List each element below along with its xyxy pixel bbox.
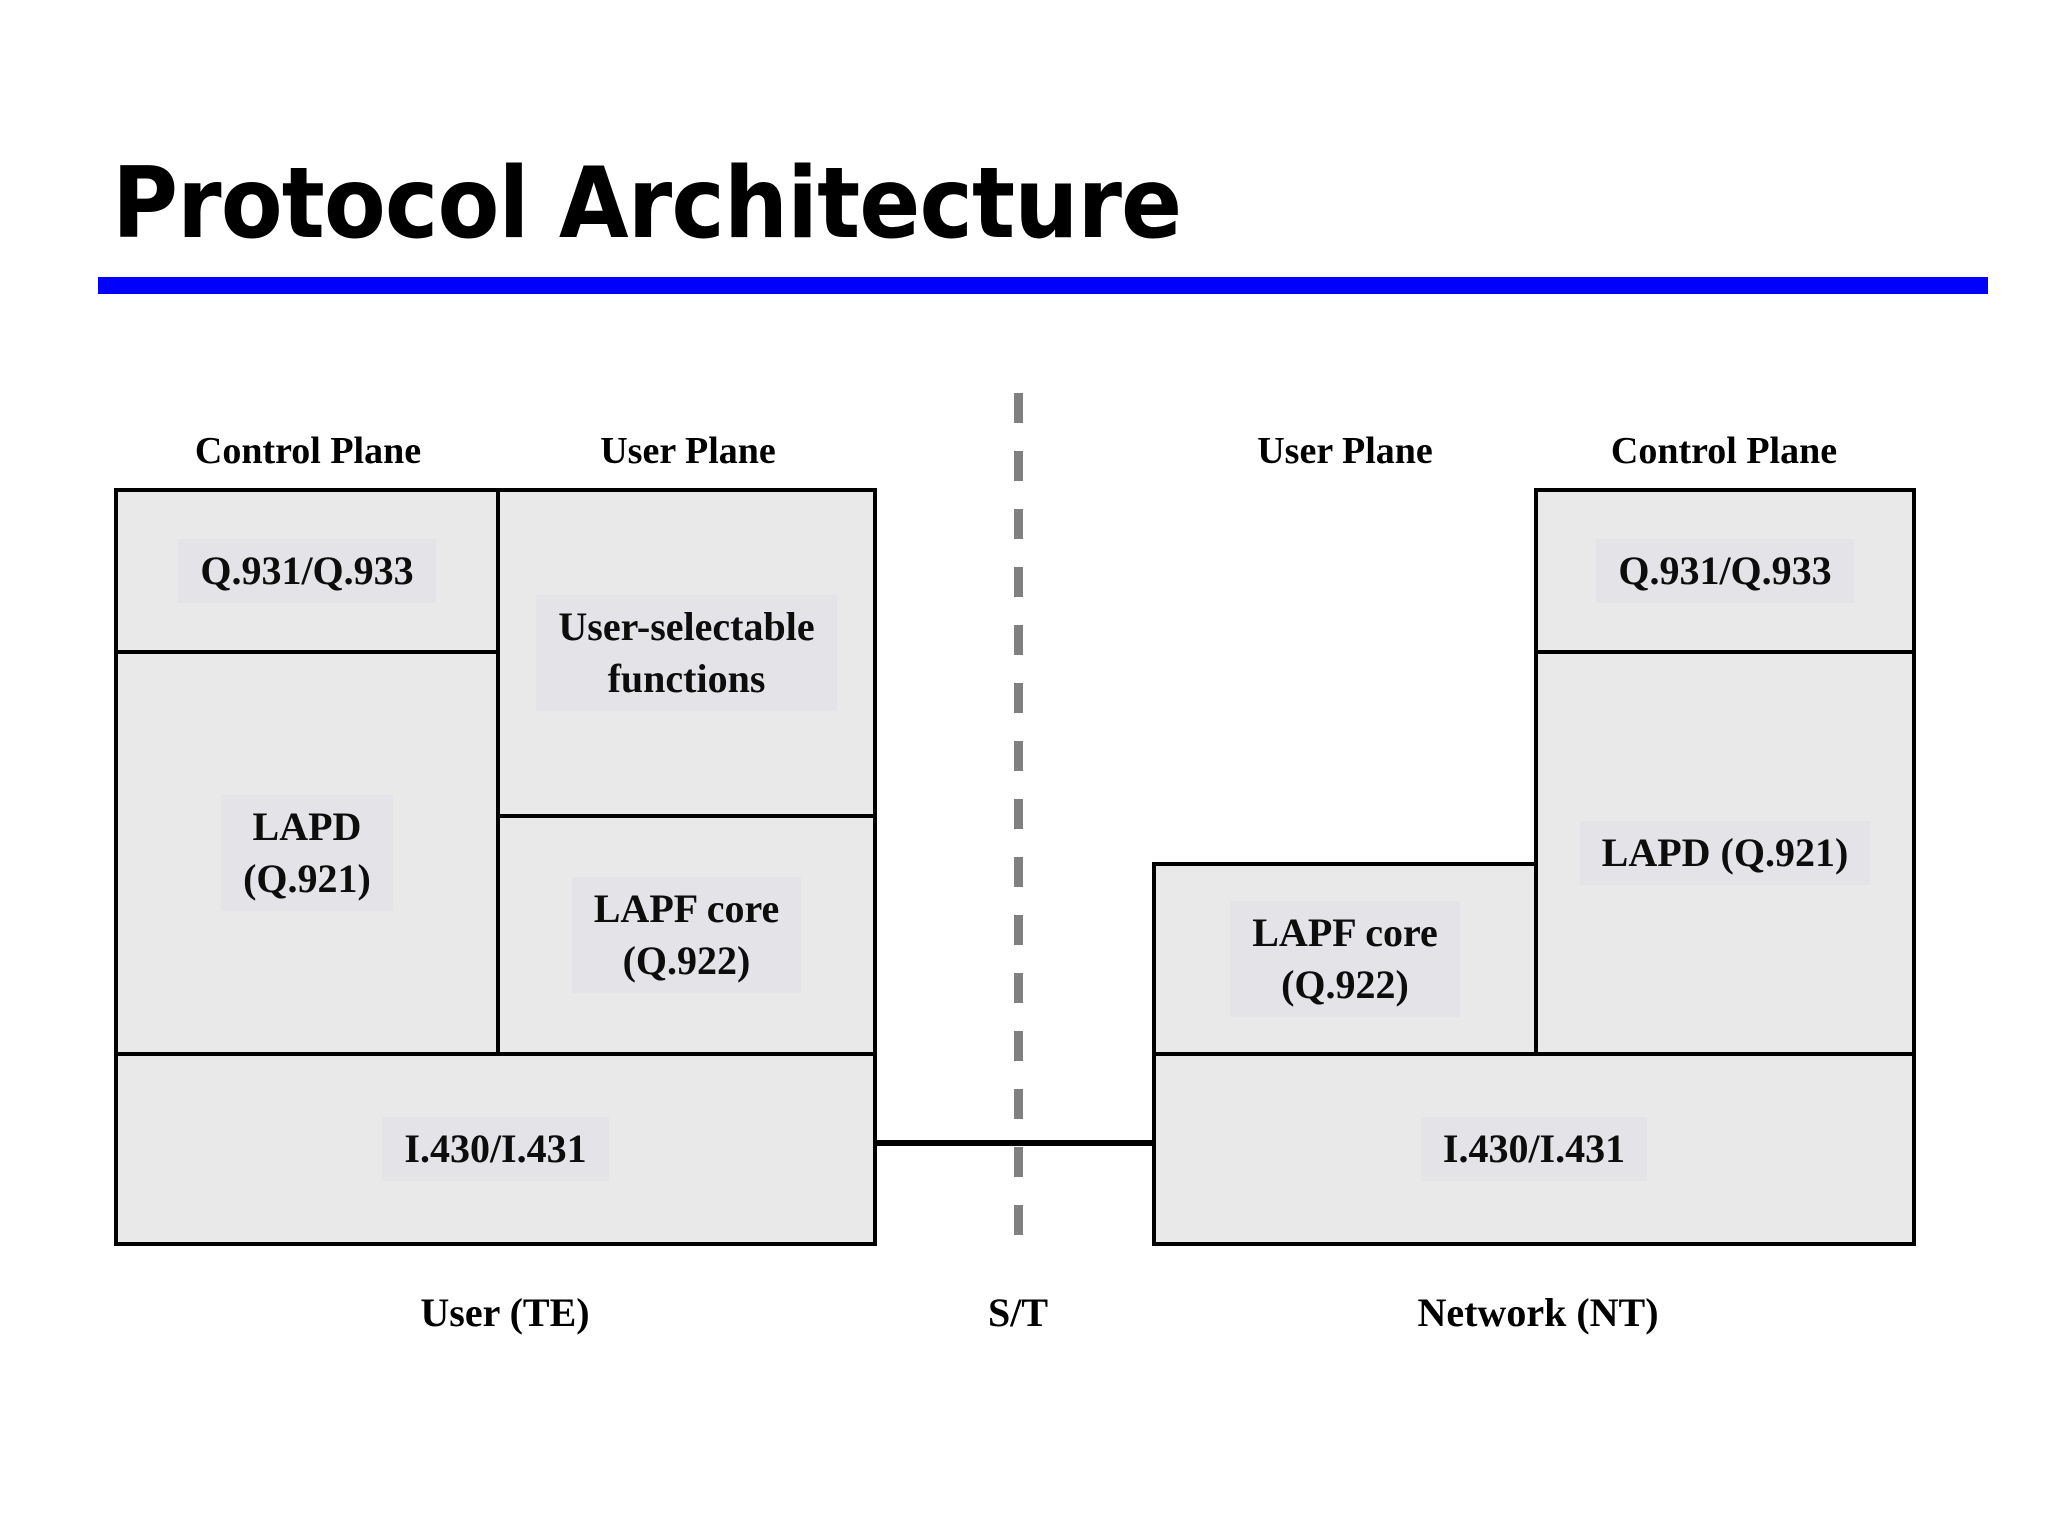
physical-link-connector-line <box>873 1140 1163 1146</box>
bottom-label-st-interface: S/T <box>987 1290 1049 1335</box>
box-left-control-datalink[interactable]: LAPD (Q.921) <box>114 650 500 1056</box>
box-left-user-datalink-label: LAPF core (Q.922) <box>571 877 802 993</box>
title-underline-rule <box>98 277 1988 294</box>
box-left-physical-label: I.430/I.431 <box>382 1117 609 1181</box>
box-right-user-datalink-label: LAPF core (Q.922) <box>1230 901 1460 1017</box>
caption-right-control-plane: Control Plane <box>1610 430 1838 472</box>
box-right-control-datalink[interactable]: LAPD (Q.921) <box>1534 650 1916 1056</box>
page-title: Protocol Architecture <box>112 147 1182 261</box>
box-left-physical[interactable]: I.430/I.431 <box>114 1052 877 1246</box>
box-right-physical-label: I.430/I.431 <box>1420 1117 1648 1181</box>
bottom-label-network-nt: Network (NT) <box>1417 1290 1659 1335</box>
box-left-user-functions[interactable]: User-selectable functions <box>496 488 877 818</box>
box-right-physical[interactable]: I.430/I.431 <box>1152 1052 1916 1246</box>
box-left-control-datalink-label: LAPD (Q.921) <box>221 795 393 911</box>
box-left-user-functions-label: User-selectable functions <box>536 595 837 711</box>
bottom-label-user-te: User (TE) <box>420 1290 590 1335</box>
box-left-control-signalling-label: Q.931/Q.933 <box>178 539 436 603</box>
box-right-control-signalling-label: Q.931/Q.933 <box>1596 539 1854 603</box>
box-left-control-signalling[interactable]: Q.931/Q.933 <box>114 488 500 654</box>
box-right-control-datalink-label: LAPD (Q.921) <box>1579 821 1871 885</box>
st-reference-dashed-line <box>1014 393 1023 1248</box>
box-right-control-signalling[interactable]: Q.931/Q.933 <box>1534 488 1916 654</box>
caption-left-control-plane: Control Plane <box>194 430 422 472</box>
caption-left-user-plane: User Plane <box>600 430 776 472</box>
box-right-user-datalink[interactable]: LAPF core (Q.922) <box>1152 862 1538 1056</box>
box-left-user-datalink[interactable]: LAPF core (Q.922) <box>496 814 877 1056</box>
caption-right-user-plane: User Plane <box>1257 430 1433 472</box>
